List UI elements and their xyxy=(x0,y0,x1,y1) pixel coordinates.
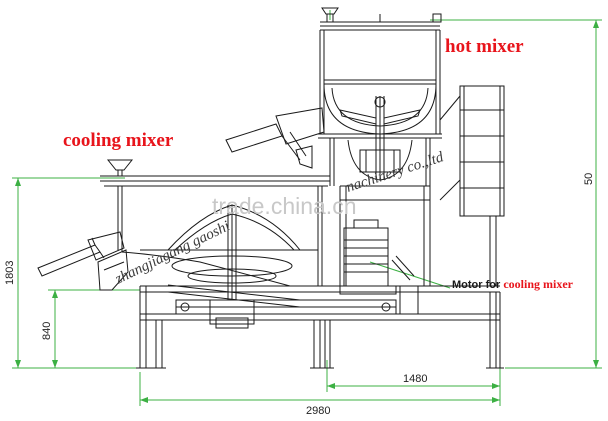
motor-label-prefix: Motor for xyxy=(452,279,503,291)
cooling-mixer-drawing xyxy=(37,159,330,329)
machine-linework xyxy=(37,7,505,369)
dimension-overall-width: 2980 xyxy=(306,405,330,417)
dimension-center-right: 1480 xyxy=(403,373,427,385)
watermark-site: trade.china.cn xyxy=(212,193,356,219)
dimension-overall-height: 1803 xyxy=(4,261,16,285)
motor-label-suffix: cooling mixer xyxy=(503,277,573,291)
hot-mixer-drawing xyxy=(225,7,442,187)
support-frame xyxy=(136,85,505,369)
hot-mixer-label: hot mixer xyxy=(445,36,524,57)
dimension-arrows xyxy=(15,20,599,403)
motor-label: Motor for cooling mixer xyxy=(452,277,574,291)
cooling-motor-drawing xyxy=(339,219,419,315)
dimension-lines xyxy=(12,10,602,406)
cooling-mixer-label: cooling mixer xyxy=(63,130,174,151)
dimension-lower-height: 840 xyxy=(41,322,53,340)
dimension-right-height: 50 xyxy=(583,173,595,185)
